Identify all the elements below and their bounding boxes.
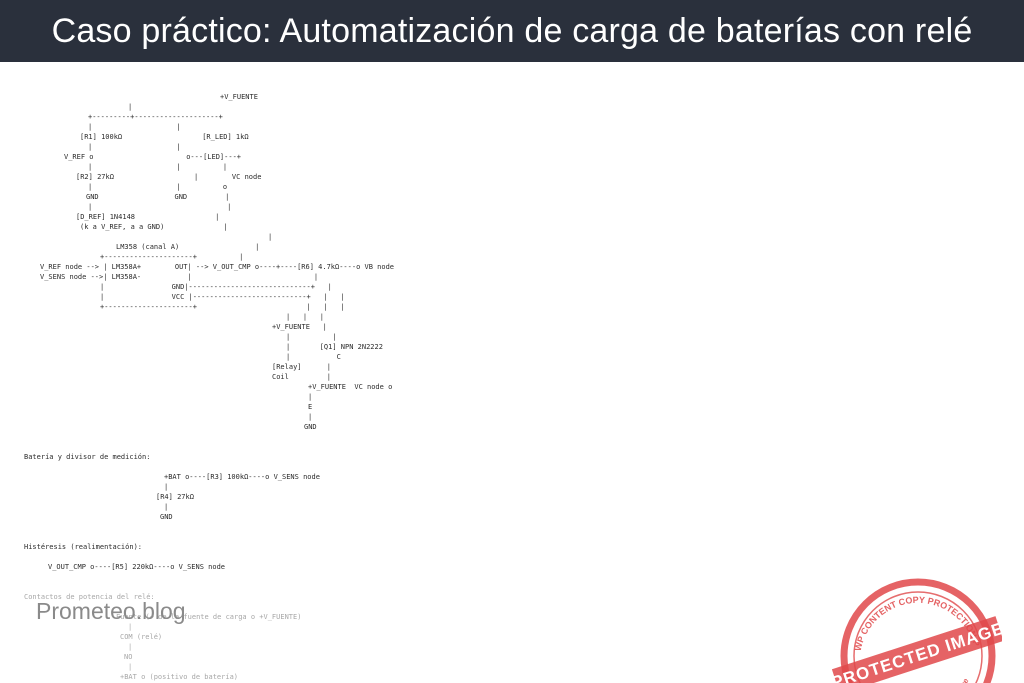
schematic-line: [D_REF] 1N4148 | bbox=[76, 213, 220, 221]
schematic-line: | | bbox=[88, 123, 181, 131]
schematic-line: | | bbox=[88, 203, 232, 211]
schematic-line: | GND|-----------------------------+ | bbox=[100, 283, 332, 291]
schematic-line: | | bbox=[88, 143, 181, 151]
schematic-line: [Relay] | bbox=[272, 363, 332, 371]
schematic-line: | bbox=[128, 103, 133, 111]
schematic-line: V_REF o o---[LED]---+ bbox=[64, 153, 242, 161]
svg-text:PROTECTED IMAGE: PROTECTED IMAGE bbox=[832, 619, 1002, 683]
schematic-line: V_SENS node -->| LM358A- | | bbox=[40, 273, 319, 281]
schematic-line: | bbox=[128, 623, 133, 631]
schematic-line: | | bbox=[286, 333, 337, 341]
schematic-line: | bbox=[128, 663, 133, 671]
schematic-line: NO bbox=[124, 653, 133, 661]
schematic-line: +BAT o (positivo de batería) bbox=[120, 673, 239, 681]
hysteresis-section-heading: Histéresis (realimentación): bbox=[24, 543, 143, 551]
schematic-line: +V_FUENTE VC node o bbox=[308, 383, 393, 391]
schematic-line: [R4] 27kΩ bbox=[156, 493, 194, 501]
schematic-line: E bbox=[308, 403, 313, 411]
schematic-line: | [Q1] NPN 2N2222 bbox=[286, 343, 383, 351]
title-bar: Caso práctico: Automatización de carga d… bbox=[0, 0, 1024, 62]
schematic-line: Coil | bbox=[272, 373, 332, 381]
ascii-schematic-canvas: +V_FUENTE | +---------+-------------------… bbox=[0, 62, 1024, 683]
hysteresis-line: V_OUT_CMP o----[R5] 220kΩ----o V_SENS no… bbox=[48, 563, 226, 571]
schematic-line: | | | bbox=[286, 313, 324, 321]
schematic-line: COM (relé) bbox=[120, 633, 163, 641]
page-title: Caso práctico: Automatización de carga d… bbox=[51, 11, 973, 50]
schematic-line: GND GND | bbox=[86, 193, 230, 201]
schematic-line: | C bbox=[286, 353, 341, 361]
battery-section-heading: Batería y divisor de medición: bbox=[24, 453, 151, 461]
schematic-line: | bbox=[128, 643, 133, 651]
schematic-line: Fuente (+ de la fuente de carga o +V_FUE… bbox=[116, 613, 302, 621]
schematic-line: | | o bbox=[88, 183, 228, 191]
schematic-line: | bbox=[308, 393, 313, 401]
schematic-line: (k a V_REF, a a GND) | bbox=[80, 223, 228, 231]
schematic-line: +---------------------+ | | | bbox=[100, 303, 345, 311]
schematic-line: LM358 (canal A) | bbox=[116, 243, 260, 251]
site-watermark: Prometeo.blog bbox=[36, 598, 186, 624]
schematic-line: [R1] 100kΩ [R_LED] 1kΩ bbox=[80, 133, 249, 141]
schematic-line: [R2] 27kΩ | VC node bbox=[76, 173, 262, 181]
schematic-line: GND bbox=[160, 513, 173, 521]
schematic-line: +---------------------+ | bbox=[100, 253, 244, 261]
schematic-line: +V_FUENTE bbox=[220, 93, 258, 101]
schematic-line: | bbox=[164, 483, 169, 491]
schematic-line: | bbox=[164, 503, 169, 511]
schematic-line: GND bbox=[304, 423, 317, 431]
protected-image-stamp-icon: WP CONTENT COPY PROTECTION PLUGIN PROTEC… bbox=[832, 576, 1002, 683]
schematic-line: | | | bbox=[88, 163, 228, 171]
schematic-line: +---------+--------------------+ bbox=[88, 113, 223, 121]
relay-contacts-heading: Contactos de potencia del relé: bbox=[24, 593, 155, 601]
schematic-line: | bbox=[308, 413, 313, 421]
schematic-line: +BAT o----[R3] 100kΩ----o V_SENS node bbox=[164, 473, 320, 481]
schematic-line: | VCC |---------------------------+ | | bbox=[100, 293, 345, 301]
schematic-line: +V_FUENTE | bbox=[272, 323, 327, 331]
schematic-line: V_REF node --> | LM358A+ OUT| --> V_OUT_… bbox=[40, 263, 395, 271]
schematic-line: | bbox=[268, 233, 273, 241]
